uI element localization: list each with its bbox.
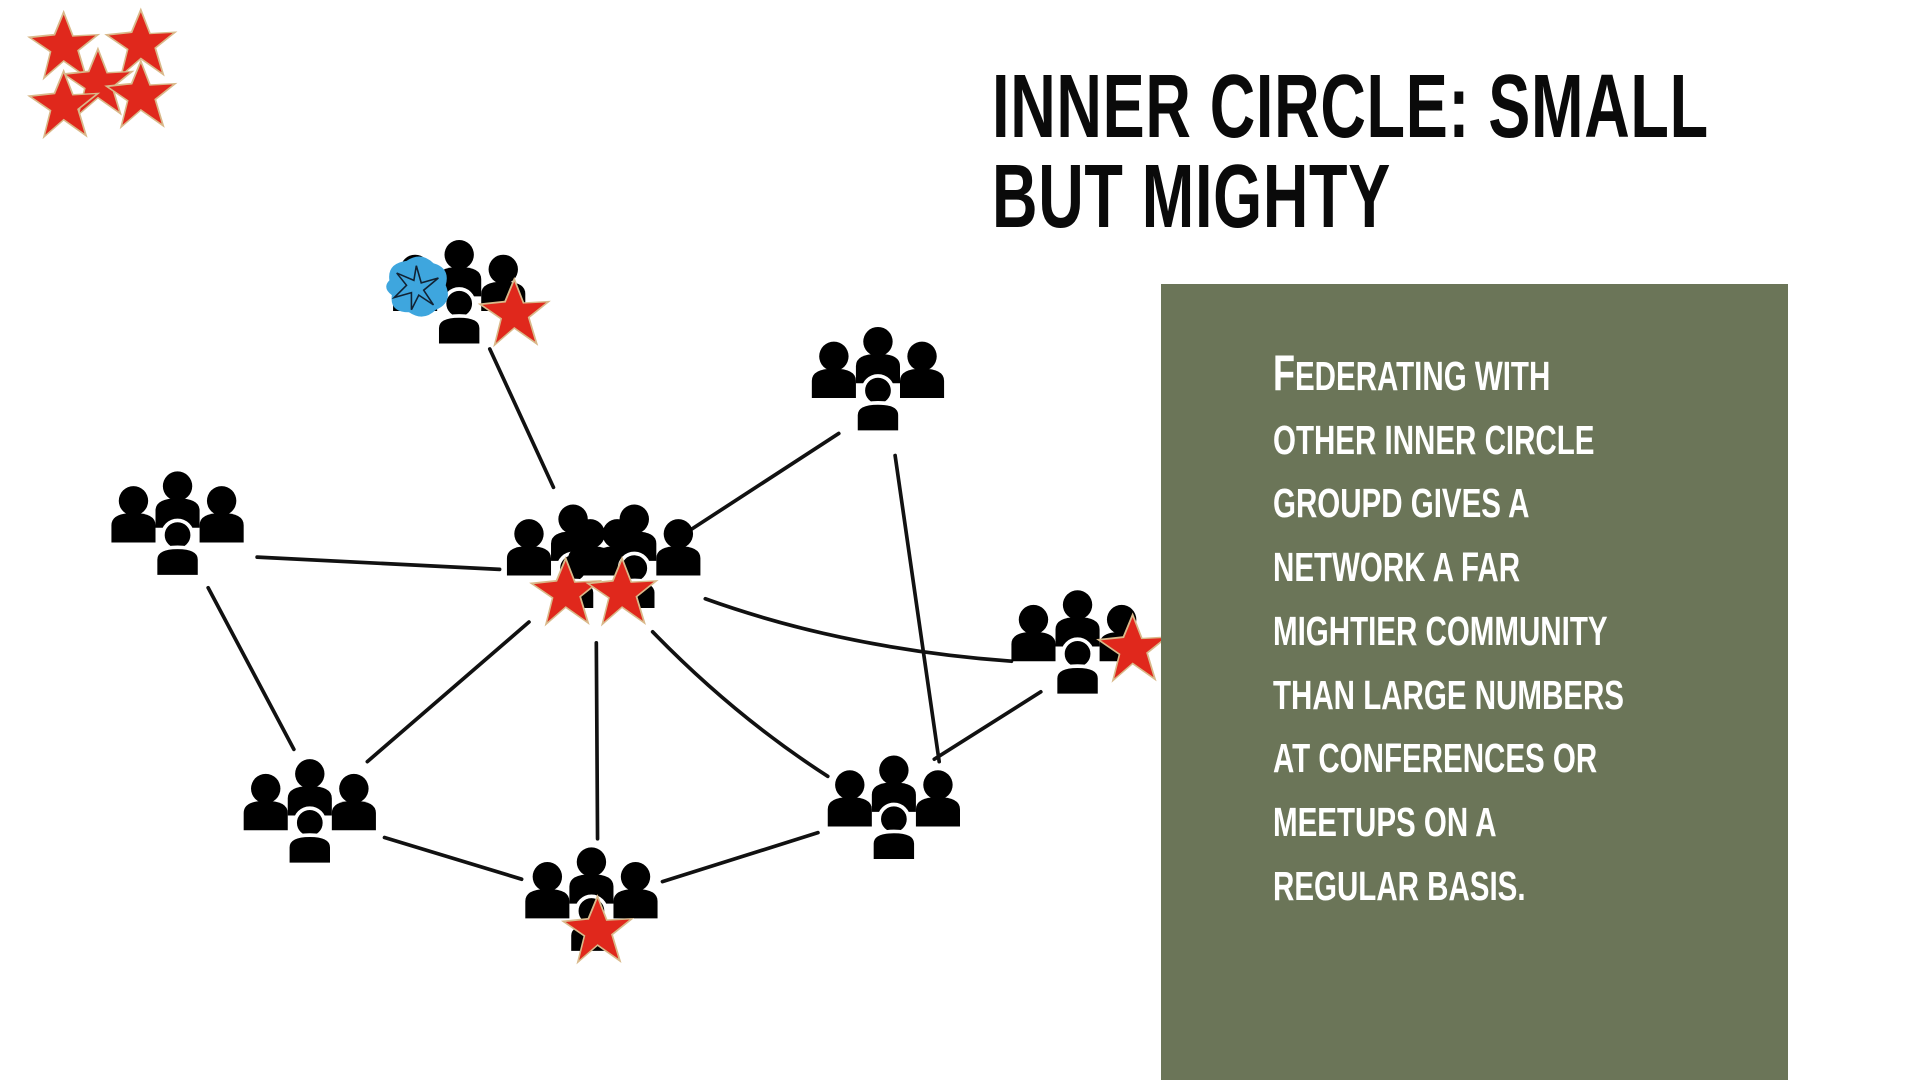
- edge: [893, 453, 942, 764]
- blue-starburst-badge-icon: [386, 256, 448, 317]
- edge: [703, 596, 1014, 664]
- edge: [690, 431, 841, 531]
- edge: [932, 690, 1043, 762]
- edge: [660, 830, 820, 884]
- edge: [382, 835, 524, 882]
- description-line: than large numbers: [1273, 671, 1624, 718]
- edge: [255, 555, 502, 572]
- title-line: INNER CIRCLE: SMALL: [992, 57, 1709, 157]
- description-line: meetups on a: [1273, 798, 1497, 845]
- description-panel: Federating with other inner circle group…: [1161, 284, 1788, 1080]
- group-node-right: [1011, 590, 1169, 695]
- description-line: groupd gives a: [1273, 480, 1530, 527]
- group-node-center: [507, 504, 700, 626]
- description-line: network a far: [1273, 544, 1521, 591]
- description-line: mightier community: [1273, 607, 1608, 654]
- title-line: BUT MIGHTY: [992, 147, 1391, 247]
- edge: [487, 347, 556, 490]
- people-group-icon: [244, 759, 376, 864]
- description-line: Federating with: [1273, 345, 1551, 401]
- people-group-icon: [828, 756, 960, 861]
- people-group-icon: [111, 471, 243, 576]
- edge: [594, 641, 600, 841]
- edge: [365, 620, 531, 764]
- network-edges: [206, 347, 1043, 884]
- people-group-icon: [812, 327, 944, 432]
- description-line: at conferences or: [1273, 735, 1598, 782]
- network-nodes: [111, 240, 1169, 964]
- edge: [206, 585, 296, 752]
- description-line: regular basis.: [1273, 862, 1526, 909]
- edge: [650, 630, 830, 779]
- group-node-bottom: [525, 847, 657, 964]
- page-title: INNER CIRCLE: SMALL BUT MIGHTY: [992, 62, 1832, 242]
- star-cluster: [27, 7, 177, 139]
- description-line: other inner circle: [1273, 416, 1595, 463]
- group-node-top: [386, 240, 551, 347]
- description-text: Federating with other inner circle group…: [1273, 342, 1920, 918]
